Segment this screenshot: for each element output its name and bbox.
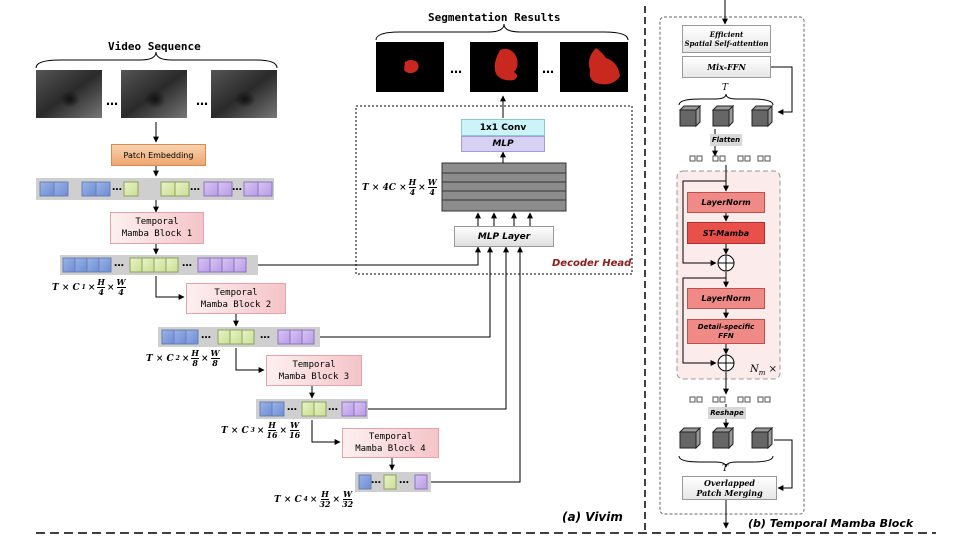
ellipsis: … — [399, 475, 409, 486]
ellipsis: … — [232, 182, 242, 193]
segmentation-results-title: Segmentation Results — [428, 11, 561, 24]
tmb-arrows — [682, 0, 793, 529]
reshape-label: Reshape — [708, 407, 746, 419]
ellipsis: … — [260, 330, 270, 341]
mlp-layer-box: MLP Layer — [454, 226, 554, 247]
flatten-label: Flatten — [710, 134, 742, 146]
add-nodes — [717, 254, 735, 372]
efficient-attention-box: Efficient Spatial Self-attention — [682, 25, 771, 53]
layernorm-box-2: LayerNorm — [687, 288, 765, 309]
token-strip-2 — [158, 327, 320, 347]
token-strip-1 — [60, 255, 258, 275]
t-label-bottom: T — [722, 464, 729, 474]
tmb-line1: Temporal — [135, 217, 179, 227]
flattened-tokens-top — [689, 155, 771, 162]
encoder-arrows — [153, 122, 395, 471]
mlp-box: MLP — [461, 136, 545, 152]
ellipsis: … — [196, 94, 208, 108]
ellipsis: … — [287, 402, 297, 413]
detail-ffn-box: Detail-specific FFN — [687, 319, 765, 344]
mix-ffn-box: Mix-FFN — [682, 56, 771, 78]
layernorm-box-1: LayerNorm — [687, 192, 765, 213]
decoder-arrows — [258, 95, 533, 483]
caption-a: (a) Vivim — [562, 510, 623, 524]
tmb-line1: Temporal — [214, 287, 258, 298]
tmb-line2: Mamba Block 4 — [355, 444, 426, 454]
caption-b: (b) Temporal Mamba Block — [748, 517, 914, 530]
ellipsis: … — [450, 62, 462, 76]
tmb-line2: Mamba Block 2 — [200, 299, 272, 310]
ellipsis: … — [112, 182, 122, 193]
video-frames — [36, 70, 277, 118]
temporal-mamba-block-3: Temporal Mamba Block 3 — [266, 355, 362, 386]
ellipsis: … — [328, 402, 338, 413]
ellipsis: … — [190, 182, 200, 193]
token-strip-3 — [256, 399, 368, 419]
tmb-line2: Mamba Block 3 — [278, 371, 350, 382]
cube-stack-bottom — [678, 426, 774, 468]
st-mamba-box: ST-Mamba — [687, 222, 765, 244]
ellipsis: … — [114, 258, 124, 269]
decoder-head-frame — [355, 105, 633, 275]
ellipsis: … — [201, 330, 211, 341]
temporal-mamba-block-1: Temporal Mamba Block 1 — [110, 212, 204, 244]
segmentation-frames — [376, 42, 628, 92]
cube-stack-top — [678, 93, 774, 128]
ellipsis: … — [371, 475, 381, 486]
tmb-line1: Temporal — [368, 432, 413, 442]
ellipsis: … — [106, 94, 118, 108]
nm-label: Nm × — [750, 364, 777, 377]
conv1x1-box: 1x1 Conv — [461, 119, 545, 136]
feature-stack — [441, 162, 567, 212]
temporal-mamba-block-4: Temporal Mamba Block 4 — [342, 428, 439, 458]
t-label-top: T — [722, 83, 729, 93]
tmb-outer-frame — [659, 16, 805, 515]
overlapped-patch-merging-box: Overlapped Patch Merging — [682, 476, 777, 500]
flattened-tokens-bottom — [689, 396, 771, 403]
tmb-line2: Mamba Block 1 — [121, 229, 193, 239]
temporal-mamba-block-2: Temporal Mamba Block 2 — [186, 283, 286, 314]
video-sequence-title: Video Sequence — [108, 40, 201, 53]
tmb-line1: Temporal — [292, 359, 336, 370]
token-strip-0 — [36, 178, 274, 200]
ellipsis: … — [182, 258, 192, 269]
token-strip-4 — [355, 472, 431, 492]
ellipsis: … — [542, 62, 554, 76]
decoder-head-label: Decoder Head — [552, 258, 632, 269]
patch-embedding-box: Patch Embedding — [111, 144, 206, 166]
